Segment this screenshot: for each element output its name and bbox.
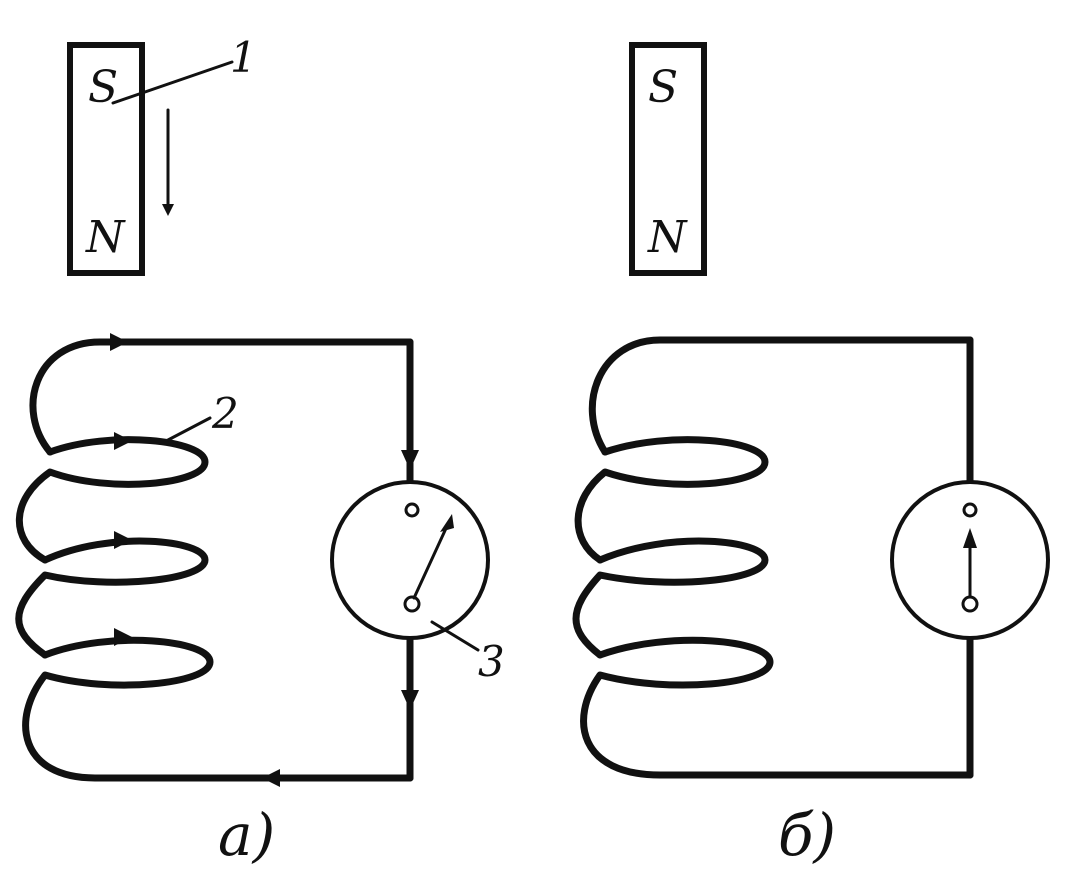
coil-current-arrow — [114, 432, 132, 450]
label-1: 1 — [230, 33, 257, 82]
needle-tip — [440, 514, 454, 532]
panel-a: S N 1 — [15, 33, 505, 869]
needle-pivot — [403, 595, 421, 613]
coil-a — [15, 333, 414, 787]
panel-b: S N б) — [572, 42, 1050, 869]
leader-line-3 — [430, 620, 480, 652]
caption-a: a) — [218, 801, 275, 869]
current-arrow-down — [401, 690, 419, 710]
leader-line-1 — [111, 60, 234, 105]
magnet-s-pole: S — [648, 62, 678, 113]
zero-mark — [962, 502, 978, 518]
magnet-n-pole: N — [85, 212, 126, 263]
coil-current-arrow — [114, 531, 132, 549]
needle-deflected — [412, 522, 450, 600]
magnet-a: S N — [67, 42, 145, 276]
magnet-body — [629, 42, 707, 276]
needle-pivot — [961, 595, 979, 613]
galvanometer-b — [890, 480, 1050, 640]
coil-b — [572, 336, 974, 779]
coil-current-arrow — [262, 769, 280, 787]
current-arrow-down — [401, 450, 419, 470]
leader-line-2 — [166, 416, 212, 442]
magnet-s-pole: S — [88, 62, 118, 113]
needle-tip — [963, 528, 977, 548]
magnet-body — [67, 42, 145, 276]
zero-mark — [404, 502, 420, 518]
coil-current-arrow — [114, 628, 132, 646]
magnet-n-pole: N — [647, 212, 688, 263]
label-3: 3 — [478, 637, 505, 686]
coil-current-arrow — [110, 333, 128, 351]
label-2: 2 — [211, 389, 239, 438]
caption-b: б) — [778, 801, 836, 869]
galvanometer-a — [330, 480, 490, 640]
magnet-b: S N — [629, 42, 707, 276]
